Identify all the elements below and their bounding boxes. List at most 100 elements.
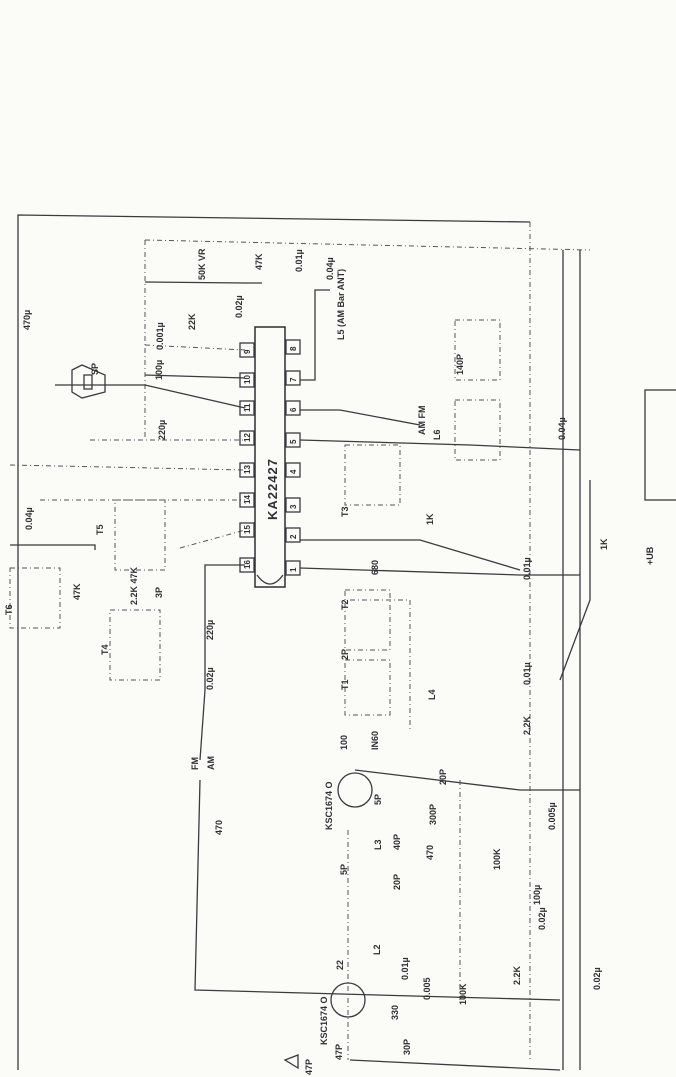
ic-pin-13: 13 <box>243 465 252 474</box>
label-l2: L2 <box>372 944 382 955</box>
label-c20p-b: 20P <box>392 874 402 890</box>
label-c001-b: 0.01µ <box>522 557 532 580</box>
label-t2: T2 <box>340 599 350 610</box>
ic-pin-11: 11 <box>243 403 252 412</box>
label-r100k-b: 100K <box>458 983 468 1005</box>
label-c002-d: 0.02µ <box>592 967 602 990</box>
ic-pin-14: 14 <box>243 495 252 504</box>
ic-pin-box <box>239 462 255 478</box>
label-c0005-b: 0.005 <box>422 977 432 1000</box>
ic-pin-box <box>285 560 301 576</box>
ic-pin-3: 3 <box>289 504 298 509</box>
label-r22k47k: 2.2K 47K <box>129 566 139 605</box>
label-t6: T6 <box>4 604 14 615</box>
label-c100u-b: 100µ <box>532 885 542 905</box>
label-c001-c: 0.01µ <box>522 662 532 685</box>
label-r1k-b: 1K <box>599 538 609 550</box>
ic-pin-box <box>285 432 301 448</box>
ic-pin-6: 6 <box>289 407 298 412</box>
label-c0005: 0.005µ <box>547 802 557 830</box>
label-q1: KSC1674 O <box>319 996 329 1045</box>
ic-pin-box <box>285 462 301 478</box>
ic-pin-10: 10 <box>243 375 252 384</box>
label-sp: SP <box>90 363 100 375</box>
label-r680: 680 <box>370 560 380 575</box>
label-t4: T4 <box>100 644 110 655</box>
label-r47k-a: 47K <box>254 253 264 270</box>
label-amfm: AM FM <box>417 406 427 436</box>
label-t3: T3 <box>340 506 350 517</box>
ic-pin-9: 9 <box>243 349 252 354</box>
label-r470-b: 470 <box>425 845 435 860</box>
ic-ka22427: KA22427 <box>254 326 286 588</box>
label-c001-d: 0.01µ <box>400 957 410 980</box>
label-q2: KSC1674 O <box>324 781 334 830</box>
label-c220u-a: 220µ <box>157 420 167 440</box>
ic-pin-box <box>285 527 301 543</box>
ic-pin-box <box>285 370 301 386</box>
label-c004-b: 0.04µ <box>557 417 567 440</box>
label-r47k-b: 47K <box>72 583 82 600</box>
label-c002-a: 0.02µ <box>234 295 244 318</box>
ic-pin-box <box>239 372 255 388</box>
label-c002-b: 0.02µ <box>205 667 215 690</box>
transistor-q1-icon <box>330 982 366 1018</box>
ic-pin-5: 5 <box>289 439 298 444</box>
label-c0001: 0.001µ <box>155 322 165 350</box>
label-r1k-a: 1K <box>425 513 435 525</box>
label-c001-a: 0.01µ <box>294 249 304 272</box>
label-c47p-b: 47P <box>304 1059 314 1075</box>
transistor-q2-icon <box>337 772 373 808</box>
label-r22: 22 <box>335 960 345 970</box>
label-am: AM <box>206 756 216 770</box>
ic-pin-box <box>239 400 255 416</box>
ic-pin-12: 12 <box>243 433 252 442</box>
label-c300p: 300P <box>428 804 438 825</box>
speaker-icon <box>71 364 106 399</box>
wiring <box>9 214 591 1071</box>
ic-pin-8: 8 <box>289 346 298 351</box>
ic-pin-box <box>285 400 301 416</box>
label-c004-c: 0.04µ <box>24 507 34 530</box>
label-c004-a: 0.04µ <box>325 257 335 280</box>
label-ub: +UB <box>645 546 655 565</box>
label-vr: 50K VR <box>197 248 207 280</box>
label-l4: L4 <box>427 689 437 700</box>
label-r100: 100 <box>339 735 349 750</box>
label-c2p: 2P <box>340 649 350 660</box>
transformer-boxes <box>9 319 676 716</box>
label-l3: L3 <box>373 839 383 850</box>
label-c5p-a: 5P <box>373 794 383 805</box>
label-c140p: 140P <box>455 354 465 375</box>
ic-pin-box <box>239 430 255 446</box>
ic-pin-box <box>239 342 255 358</box>
label-r22k-c: 2.2K <box>512 965 522 985</box>
label-c5p-b: 5P <box>339 864 349 875</box>
ic-pin-box <box>285 497 301 513</box>
ic-pin-1: 1 <box>289 567 298 572</box>
ic-pin-7: 7 <box>289 377 298 382</box>
label-c100u-a: 100µ <box>154 360 164 380</box>
label-t5: T5 <box>95 524 105 535</box>
ic-pin-16: 16 <box>243 560 252 569</box>
label-c220u-b: 220µ <box>205 620 215 640</box>
ic-pin-box <box>239 557 255 573</box>
label-r330: 330 <box>390 1005 400 1020</box>
label-c20p-a: 20P <box>438 769 448 785</box>
label-l5: L5 (AM Bar ANT) <box>336 269 346 340</box>
ic-pin-box <box>285 339 301 355</box>
ic-pin-box <box>239 492 255 508</box>
label-c470u: 470µ <box>22 310 32 330</box>
ic-pin-15: 15 <box>243 525 252 534</box>
label-t1: T1 <box>340 679 350 690</box>
label-c47p-a: 47P <box>334 1044 344 1060</box>
label-r470-a: 470 <box>214 820 224 835</box>
antenna-icon <box>283 1054 299 1070</box>
label-c002-c: 0.02µ <box>537 907 547 930</box>
label-r100k-a: 100K <box>492 848 502 870</box>
ic-pin-4: 4 <box>289 469 298 474</box>
